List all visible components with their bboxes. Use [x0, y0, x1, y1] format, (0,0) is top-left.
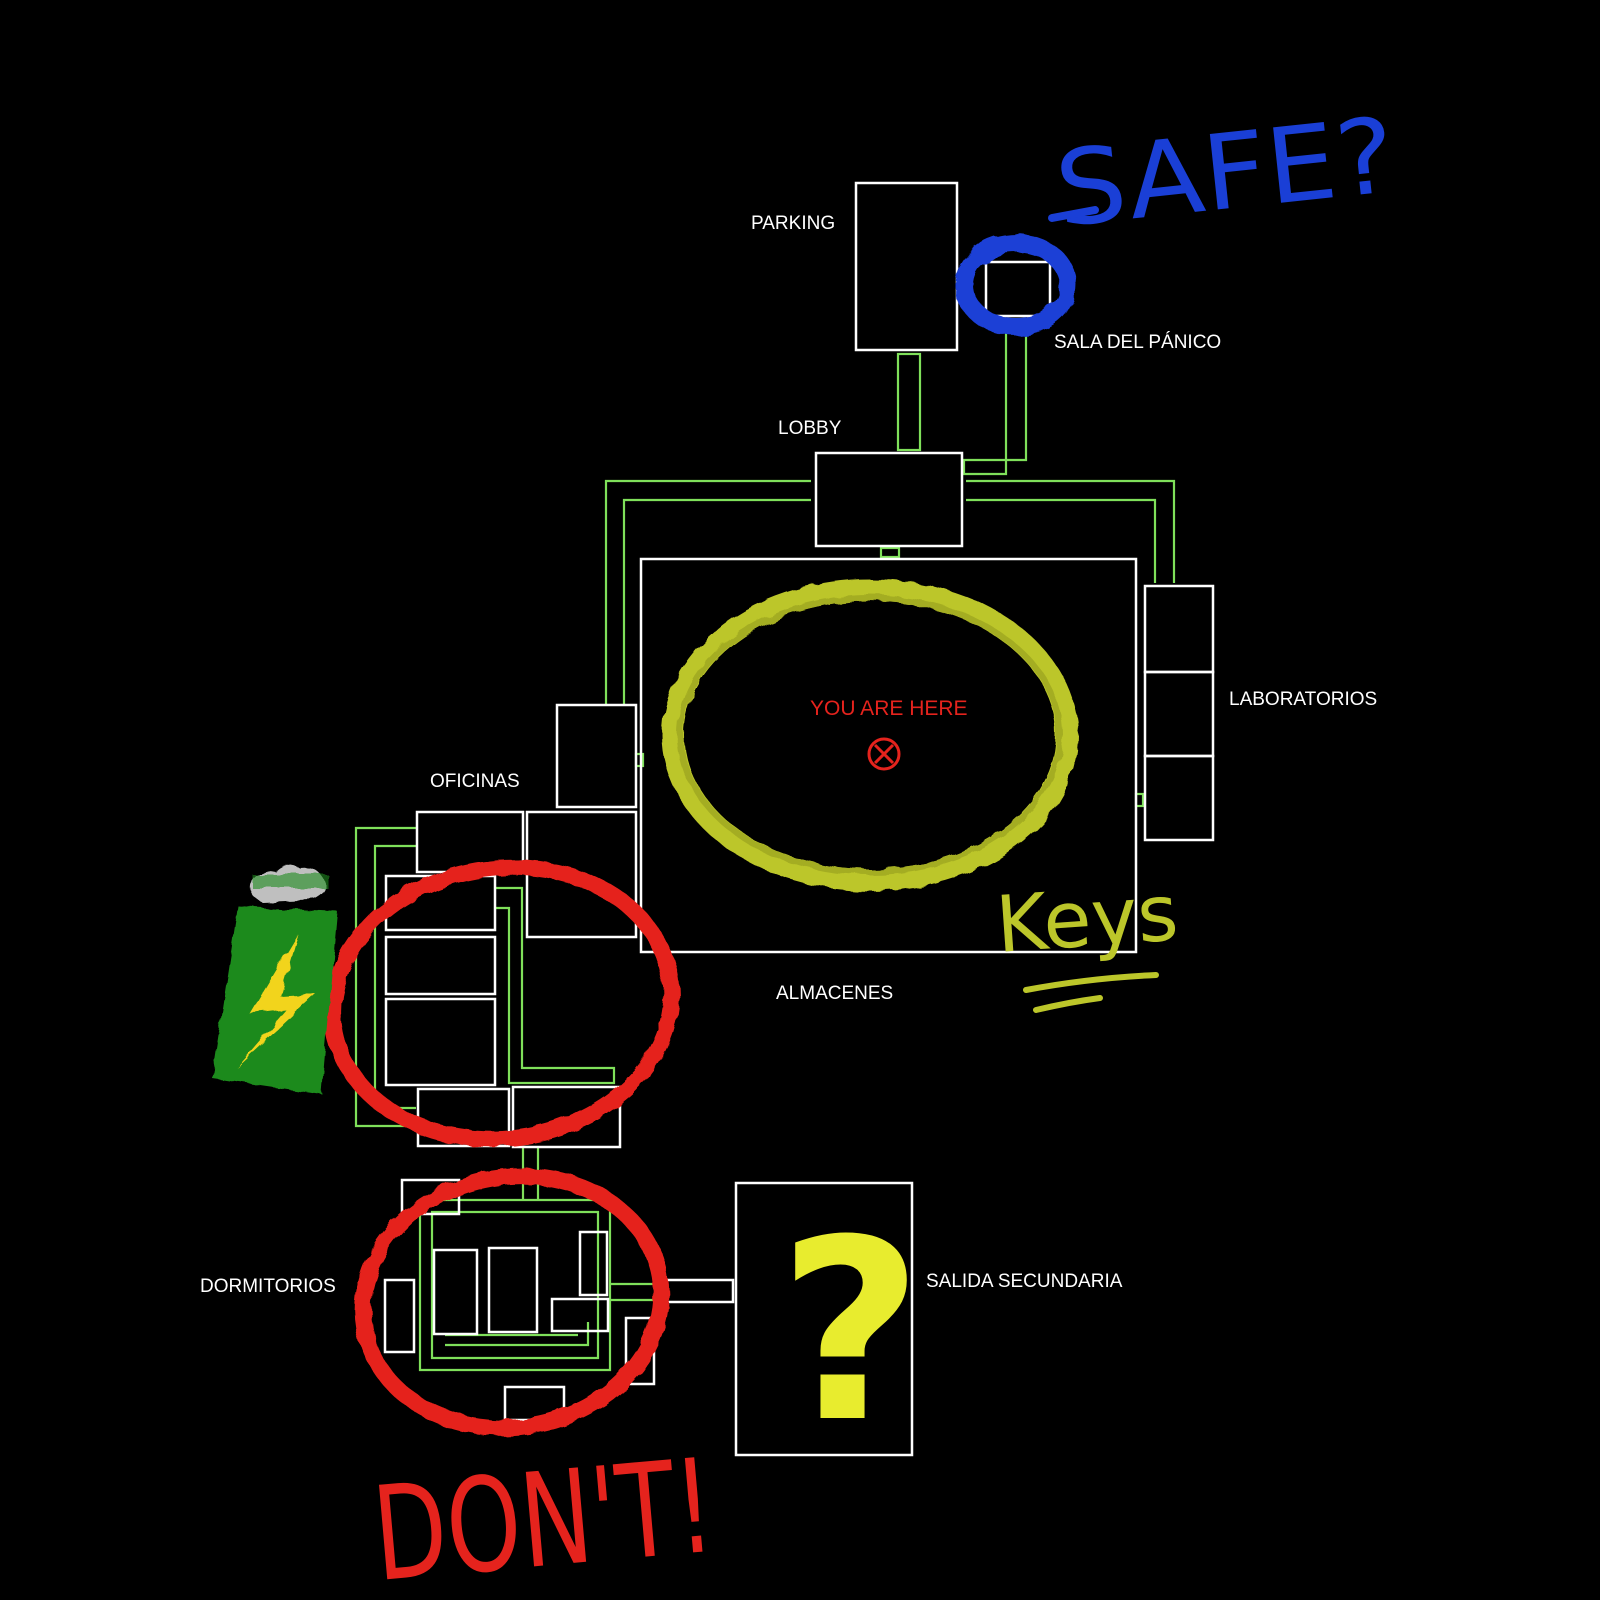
- battery-bolt-icon[interactable]: [212, 865, 338, 1094]
- label-warehouses: ALMACENES: [776, 983, 893, 1004]
- keys-underline: [1023, 972, 1159, 1013]
- corridor-secondary-exit: [658, 1278, 735, 1304]
- keys-circle: [662, 579, 1078, 891]
- corridor-dorms-exit: [610, 1282, 660, 1302]
- corridor-offices-inner: [495, 886, 616, 1085]
- corridor-lobby-almacenes: [879, 546, 901, 559]
- label-panic-room: SALA DEL PÁNICO: [1054, 332, 1221, 353]
- danger-circle-offices: [324, 859, 680, 1147]
- corridor-panic-lobby: [962, 320, 1028, 476]
- corridor-lobby-offices: [604, 479, 811, 705]
- safe-text: SAFE?: [1050, 94, 1401, 251]
- room-labels: PARKING SALA DEL PÁNICO LOBBY LABORATORI…: [200, 213, 1377, 1297]
- dont-text: DON'T!: [367, 1430, 719, 1600]
- room-office-1[interactable]: [555, 703, 638, 809]
- danger-annotation: [324, 859, 680, 1436]
- you-are-here-marker[interactable]: YOU ARE HERE: [810, 697, 968, 771]
- room-dorm-2[interactable]: [383, 1278, 416, 1354]
- room-secondary-exit[interactable]: [734, 1181, 914, 1457]
- label-dorms: DORMITORIOS: [200, 1276, 336, 1297]
- danger-circle-dorms: [354, 1168, 670, 1436]
- room-office-6[interactable]: [384, 997, 497, 1087]
- keys-text: Keys: [993, 868, 1181, 970]
- room-parking[interactable]: [854, 181, 959, 352]
- room-dorm-5[interactable]: [578, 1230, 609, 1297]
- room-dorm-4[interactable]: [487, 1246, 539, 1334]
- label-lobby: LOBBY: [778, 418, 842, 439]
- room-lab-2[interactable]: [1143, 670, 1215, 758]
- room-office-5[interactable]: [384, 935, 497, 996]
- question-mark: ?: [778, 1186, 923, 1477]
- keys-annotation: [662, 579, 1078, 891]
- safe-underline-stroke: [1048, 206, 1099, 222]
- safe-circle: [955, 234, 1077, 336]
- room-panic[interactable]: [984, 260, 1052, 318]
- room-lab-3[interactable]: [1143, 754, 1215, 842]
- corridor-parking-lobby: [896, 352, 922, 452]
- safe-annotation: [955, 234, 1077, 336]
- label-secondary-exit: SALIDA SECUNDARIA: [926, 1271, 1123, 1292]
- label-labs: LABORATORIOS: [1229, 689, 1377, 710]
- room-dorm-1[interactable]: [400, 1178, 461, 1216]
- room-dorm-3[interactable]: [432, 1248, 479, 1336]
- corridors: [354, 320, 1176, 1372]
- room-almacenes[interactable]: [639, 557, 1138, 954]
- room-lab-1[interactable]: [1143, 584, 1215, 674]
- room-lobby[interactable]: [814, 451, 964, 548]
- label-parking: PARKING: [751, 213, 835, 234]
- corridor-lobby-labs: [966, 479, 1176, 583]
- location-cross-icon: [867, 737, 901, 771]
- you-are-here-text: YOU ARE HERE: [810, 697, 968, 720]
- room-office-8[interactable]: [511, 1085, 622, 1149]
- corridor-dorms: [418, 1198, 612, 1372]
- room-dorm-6[interactable]: [550, 1297, 610, 1333]
- label-offices: OFICINAS: [430, 771, 520, 792]
